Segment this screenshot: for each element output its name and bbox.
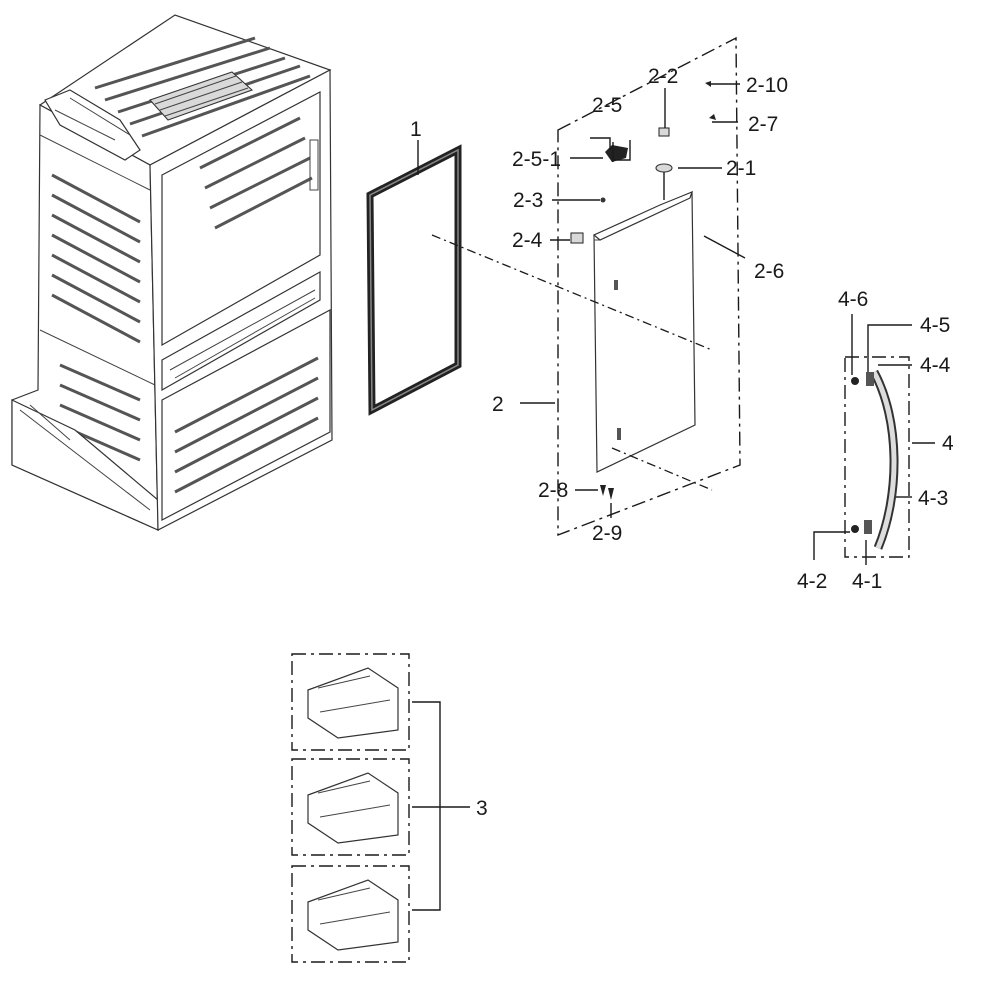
hinge-cover-part-2-5-1 — [605, 142, 628, 162]
label-4-4: 4-4 — [920, 354, 951, 377]
label-4-5: 4-5 — [920, 314, 950, 337]
handle-screw-4-2 — [851, 525, 859, 533]
screw-part-2-3 — [600, 197, 606, 203]
door-bin-top — [291, 653, 410, 751]
handle-screw-4-6 — [851, 377, 859, 385]
leader-lines — [417, 83, 935, 565]
label-2-5-1: 2-5-1 — [512, 148, 561, 171]
label-2-6: 2-6 — [754, 260, 784, 283]
label-1: 1 — [410, 118, 422, 141]
door-bin-middle — [291, 758, 410, 856]
label-2-3: 2-3 — [513, 189, 543, 212]
label-4-3: 4-3 — [918, 487, 948, 510]
handle-cap-4-1 — [864, 520, 872, 534]
refrigerator-cabinet — [11, 14, 333, 531]
cap-part-2-2 — [658, 127, 670, 137]
label-2-2: 2-2 — [648, 65, 678, 88]
door-assembly-group — [557, 36, 741, 537]
label-3: 3 — [476, 797, 488, 820]
door-bin-bottom — [291, 865, 410, 963]
door-handle-group — [844, 356, 910, 558]
label-2-5: 2-5 — [592, 94, 622, 117]
hinge-part-2-1 — [655, 163, 673, 200]
door-panel — [592, 190, 696, 473]
label-2-8: 2-8 — [538, 479, 568, 502]
label-2-9: 2-9 — [592, 522, 622, 545]
label-2-10: 2-10 — [746, 74, 788, 97]
handle-cap-4-5 — [866, 372, 874, 386]
label-2-7: 2-7 — [748, 113, 778, 136]
label-4-2: 4-2 — [797, 570, 827, 593]
label-2: 2 — [492, 393, 504, 416]
part-2-7 — [709, 114, 716, 120]
label-4: 4 — [942, 432, 954, 455]
part-2-10 — [705, 81, 711, 87]
label-4-1: 4-1 — [852, 570, 882, 593]
screw-part-2-8 — [600, 485, 606, 496]
label-2-1: 2-1 — [726, 157, 756, 180]
callout-labels: 1 2 2-1 2-2 2-3 2-4 2-5 2-5-1 2-6 2-7 2-… — [410, 65, 954, 820]
door-bins-group — [291, 653, 470, 963]
screw-part-2-9 — [608, 488, 614, 500]
stopper-part-2-4 — [570, 232, 584, 244]
label-2-4: 2-4 — [512, 229, 543, 252]
door-gasket — [366, 144, 462, 416]
label-4-6: 4-6 — [838, 288, 868, 311]
